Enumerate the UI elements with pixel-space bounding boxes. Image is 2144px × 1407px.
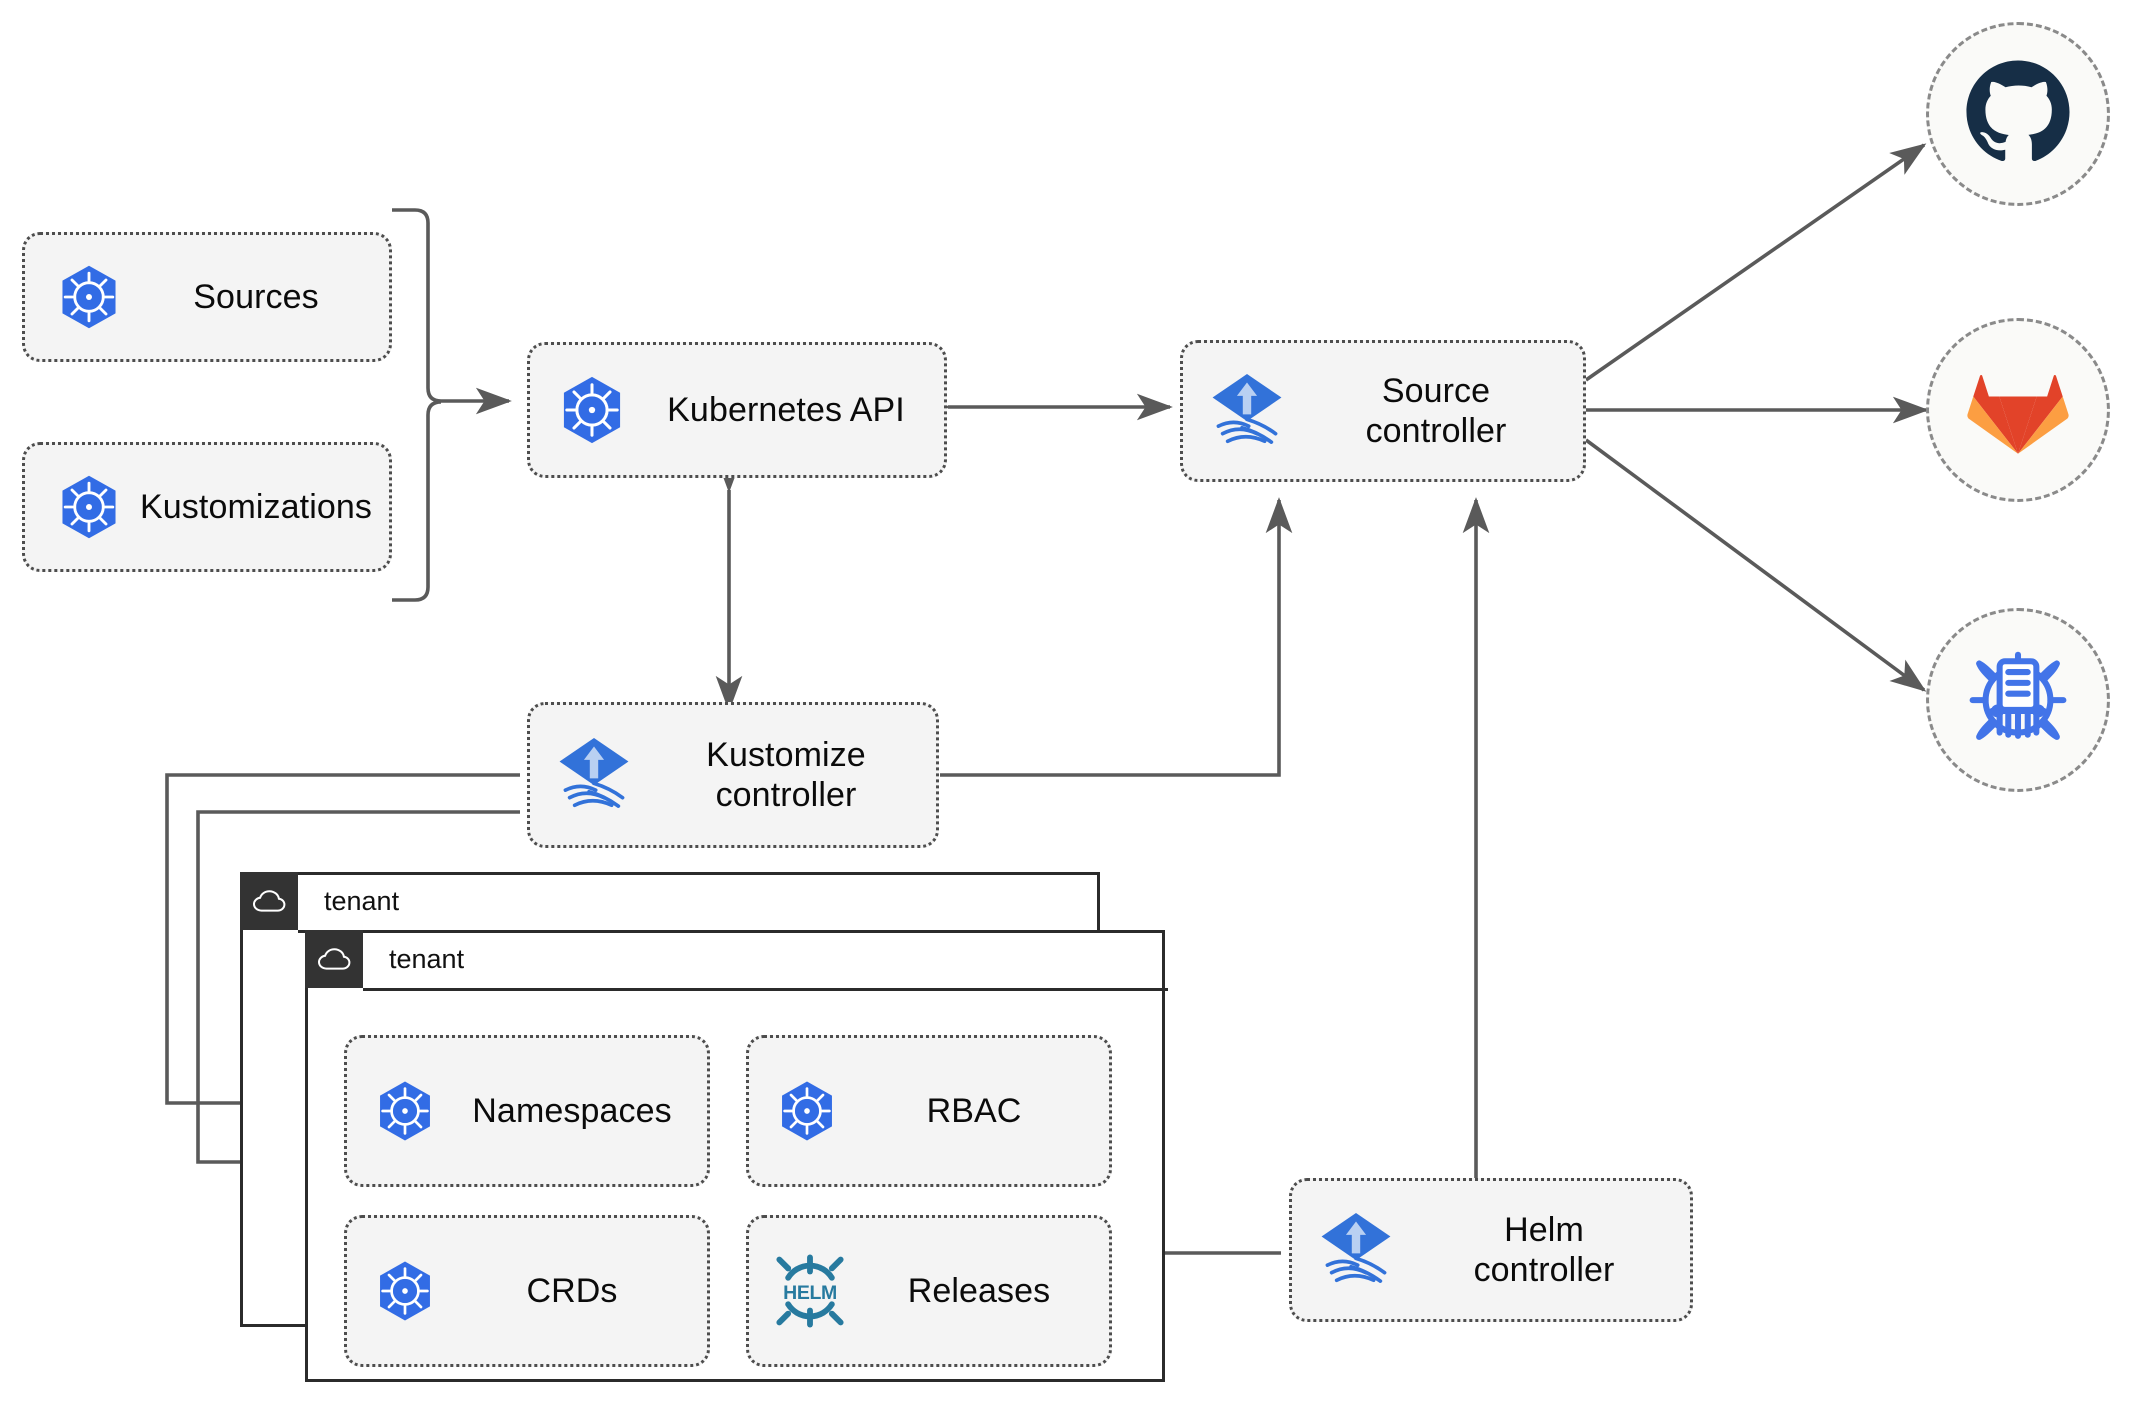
node-label: Sources: [193, 277, 319, 316]
tenant-resource-label: Releases: [907, 1271, 1051, 1310]
node-label: Kustomizations: [140, 487, 372, 526]
tenant-back-label: tenant: [324, 885, 400, 916]
kubernetes-icon: [775, 1079, 839, 1143]
kubernetes-icon: [556, 374, 628, 446]
tenant-resource-grid: Namespaces: [344, 1035, 1112, 1367]
svg-text:HELM: HELM: [783, 1282, 837, 1304]
wire-kustomize-to-source: [940, 497, 1293, 777]
flux-icon: [1314, 1208, 1398, 1292]
tenant-resource-namespaces[interactable]: Namespaces: [344, 1035, 710, 1187]
node-kustomize-controller[interactable]: Kustomize controller: [527, 702, 939, 848]
kubernetes-icon: [373, 1079, 437, 1143]
tenant-resource-rbac[interactable]: RBAC: [746, 1035, 1112, 1187]
flux-icon: [1205, 369, 1289, 453]
tenant-back-titlebar: tenant: [240, 872, 399, 930]
cloud-icon: [305, 930, 363, 988]
helm-icon: HELM: [771, 1254, 849, 1328]
wire-kustomizations-bracket: [392, 400, 442, 602]
tenant-front-header-rule: [363, 988, 1168, 991]
node-label: Kubernetes API: [667, 390, 905, 429]
node-sources[interactable]: Sources: [22, 232, 392, 362]
tenant-window-front[interactable]: tenant: [305, 930, 1168, 1382]
node-kubernetes-api[interactable]: Kubernetes API: [527, 342, 947, 478]
github-icon: [1962, 56, 2074, 173]
tenant-front-label: tenant: [389, 943, 465, 974]
kubernetes-icon: [55, 473, 123, 541]
external-github[interactable]: [1926, 22, 2110, 206]
node-helm-controller[interactable]: Helm controller: [1289, 1178, 1693, 1322]
wire-source-to-bucket: [1584, 438, 1927, 692]
node-label: Helm controller: [1473, 1210, 1615, 1289]
node-source-controller[interactable]: Source controller: [1180, 340, 1586, 482]
tenant-resource-label: RBAC: [926, 1091, 1022, 1130]
node-kustomizations[interactable]: Kustomizations: [22, 442, 392, 572]
wire-resources-to-api: [392, 208, 512, 415]
wire-source-to-github: [1584, 143, 1927, 382]
external-helm-repository[interactable]: [1926, 608, 2110, 792]
tenant-resource-crds[interactable]: CRDs: [344, 1215, 710, 1367]
kubernetes-icon: [55, 263, 123, 331]
flux-icon: [552, 733, 636, 817]
tenant-resource-releases[interactable]: HELM Releases: [746, 1215, 1112, 1367]
node-label: Kustomize controller: [706, 735, 866, 814]
cloud-icon: [240, 872, 298, 930]
external-gitlab[interactable]: [1926, 318, 2110, 502]
tenant-resource-label: CRDs: [526, 1271, 618, 1310]
helm-repository-icon: [1964, 644, 2072, 757]
tenant-front-titlebar: tenant: [305, 930, 464, 988]
gitlab-icon: [1966, 358, 2070, 463]
kubernetes-icon: [373, 1259, 437, 1323]
node-label: Source controller: [1365, 371, 1507, 450]
tenant-resource-label: Namespaces: [472, 1091, 672, 1130]
